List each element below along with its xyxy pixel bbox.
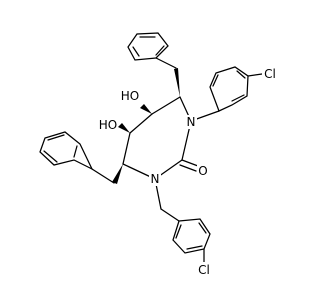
- wedge-c5-oh: [118, 123, 130, 133]
- atom-label-n-left: N: [151, 172, 160, 186]
- upper-chlorobenzyl-group: [190, 66, 263, 122]
- lower-chlorobenzyl-group: [154, 178, 211, 263]
- carbonyl-bond: [179, 159, 199, 172]
- atom-label-oh-lower: HO: [99, 118, 117, 132]
- lower-benzyl-group: [39, 131, 115, 184]
- upper-chlorophenyl-ring: [209, 66, 249, 112]
- atom-labels: Cl HO HO N N O Cl: [98, 66, 278, 277]
- top-benzyl-group: [127, 32, 177, 69]
- atom-label-n-right: N: [187, 115, 196, 129]
- wedge-c7-ch2: [174, 68, 180, 97]
- molecule-structure: Cl HO HO N N O Cl: [39, 32, 278, 277]
- wedge-c6-oh: [140, 104, 152, 114]
- wedge-c4-ch2: [112, 164, 123, 184]
- bond-c6-c7: [151, 96, 181, 115]
- atom-label-cl-bottom: Cl: [198, 263, 210, 277]
- diazepane-ring: [122, 96, 192, 180]
- bond-c5-c6: [129, 113, 153, 134]
- atom-label-oh-upper: HO: [121, 89, 139, 103]
- lower-phenyl-ring: [39, 131, 94, 171]
- bond-c4-c5: [122, 132, 131, 165]
- top-phenyl-ring: [127, 32, 169, 61]
- atom-label-cl-top: Cl: [264, 67, 276, 81]
- bond-to-cl-top: [247, 73, 263, 77]
- atom-label-o-carbonyl: O: [198, 164, 207, 178]
